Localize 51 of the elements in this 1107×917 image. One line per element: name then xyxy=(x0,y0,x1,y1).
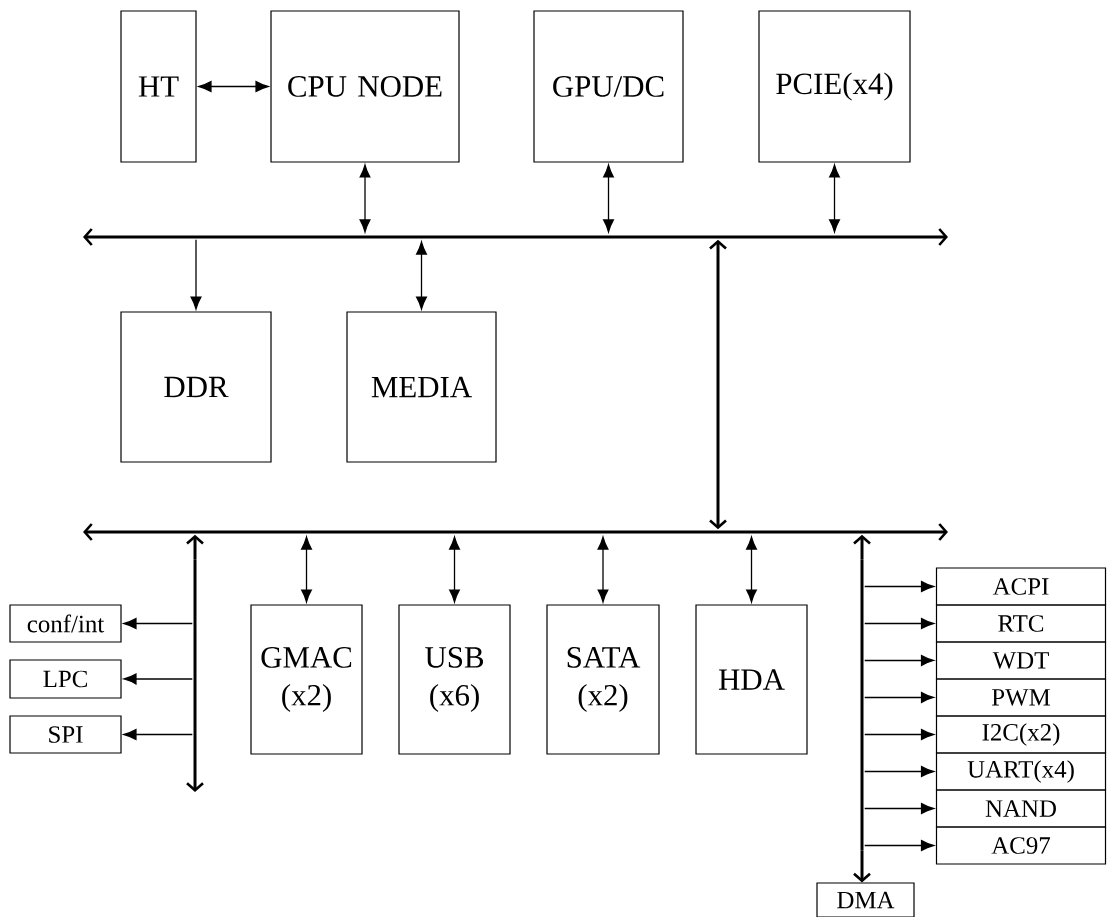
peripheral-box: DMA xyxy=(816,882,915,917)
double-arrow xyxy=(449,536,460,603)
module-box: HT xyxy=(120,10,197,163)
peripheral-box: PWM xyxy=(935,678,1107,717)
module-box: DDR xyxy=(120,311,272,463)
peripheral-box: UART(x4) xyxy=(935,752,1107,791)
arrow xyxy=(853,534,871,560)
bus-line xyxy=(186,560,204,792)
module-box: USB (x6) xyxy=(398,604,511,755)
peripheral-box: LPC xyxy=(9,659,122,699)
arrow xyxy=(864,655,935,666)
peripheral-box: RTC xyxy=(935,604,1107,643)
double-arrow xyxy=(416,241,427,310)
peripheral-box: AC97 xyxy=(935,826,1107,865)
arrow xyxy=(853,850,871,883)
double-arrow xyxy=(597,536,609,603)
arrow xyxy=(186,534,204,560)
double-arrow xyxy=(198,81,269,92)
arrow xyxy=(864,840,935,851)
module-box: GPU/DC xyxy=(533,10,684,163)
arrow xyxy=(864,618,935,629)
double-arrow xyxy=(359,164,371,233)
arrow xyxy=(864,766,935,777)
arrow xyxy=(123,729,193,740)
double-arrow xyxy=(709,239,727,530)
module-box: HDA xyxy=(695,604,808,755)
arrow xyxy=(864,692,935,703)
module-box: GMAC (x2) xyxy=(250,604,363,755)
peripheral-box: ACPI xyxy=(935,567,1107,606)
module-box: PCIE(x4) xyxy=(758,10,911,163)
double-arrow xyxy=(603,164,614,233)
peripheral-box: conf/int xyxy=(9,604,122,643)
double-arrow xyxy=(829,164,840,233)
bus-line xyxy=(83,523,948,541)
peripheral-box: SPI xyxy=(9,715,122,754)
double-arrow xyxy=(746,536,757,603)
double-arrow xyxy=(301,536,312,603)
peripheral-box: NAND xyxy=(935,789,1107,828)
arrow xyxy=(864,729,935,740)
module-box: CPU NODE xyxy=(270,10,460,163)
arrow xyxy=(190,239,202,310)
arrow xyxy=(864,581,935,592)
module-box: MEDIA xyxy=(346,311,497,463)
module-box: SATA (x2) xyxy=(546,604,660,755)
arrow xyxy=(864,803,935,814)
bus-line xyxy=(83,228,948,246)
peripheral-box: WDT xyxy=(935,641,1107,680)
peripheral-box: I2C(x2) xyxy=(935,715,1107,754)
arrow xyxy=(123,618,193,629)
bus-line xyxy=(860,560,864,850)
arrow xyxy=(123,673,193,685)
